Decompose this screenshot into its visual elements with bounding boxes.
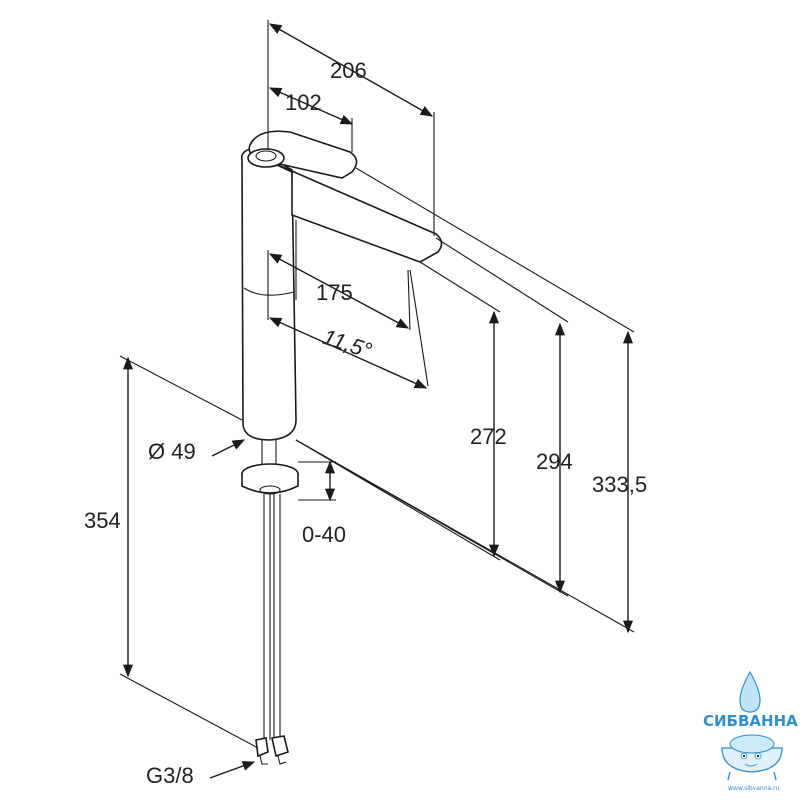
dim-line-angle [268, 317, 428, 389]
brand-url: www.sibvanna.ru [728, 785, 780, 792]
dim-hose-length: 354 [84, 508, 121, 533]
water-drop-icon [739, 670, 761, 713]
dim-connection: G3/8 [146, 763, 194, 788]
dim-spout-height: 272 [470, 424, 507, 449]
dim-mount-thickness: 0-40 [302, 522, 346, 547]
leader-connection [209, 761, 256, 779]
extension-lines [119, 20, 635, 749]
dim-spout-angle: 11,5° [320, 324, 375, 363]
dim-base-diameter: Ø 49 [148, 439, 196, 464]
faucet-body [240, 130, 443, 441]
dim-outlet-height: 294 [536, 449, 573, 474]
brand-name: СИБВАННА [703, 712, 798, 730]
dim-line-102 [268, 87, 354, 125]
leader-diameter [211, 439, 246, 457]
dimension-arrows [122, 23, 634, 779]
dim-spout-reach: 175 [316, 280, 353, 305]
dim-lever-reach: 102 [285, 90, 322, 115]
dim-line-206 [268, 23, 434, 117]
dim-line-175 [268, 253, 410, 329]
dim-total-height: 333,5 [592, 472, 647, 497]
bathtub-mascot-icon [721, 734, 783, 781]
dim-overall-reach: 206 [330, 58, 367, 83]
dimension-labels: 206 102 175 11,5° 272 294 333,5 Ø 49 0-4… [84, 58, 647, 788]
brand-watermark: СИБВАННА www.sibvanna.ru [703, 670, 798, 792]
mounting-assembly [241, 440, 299, 765]
